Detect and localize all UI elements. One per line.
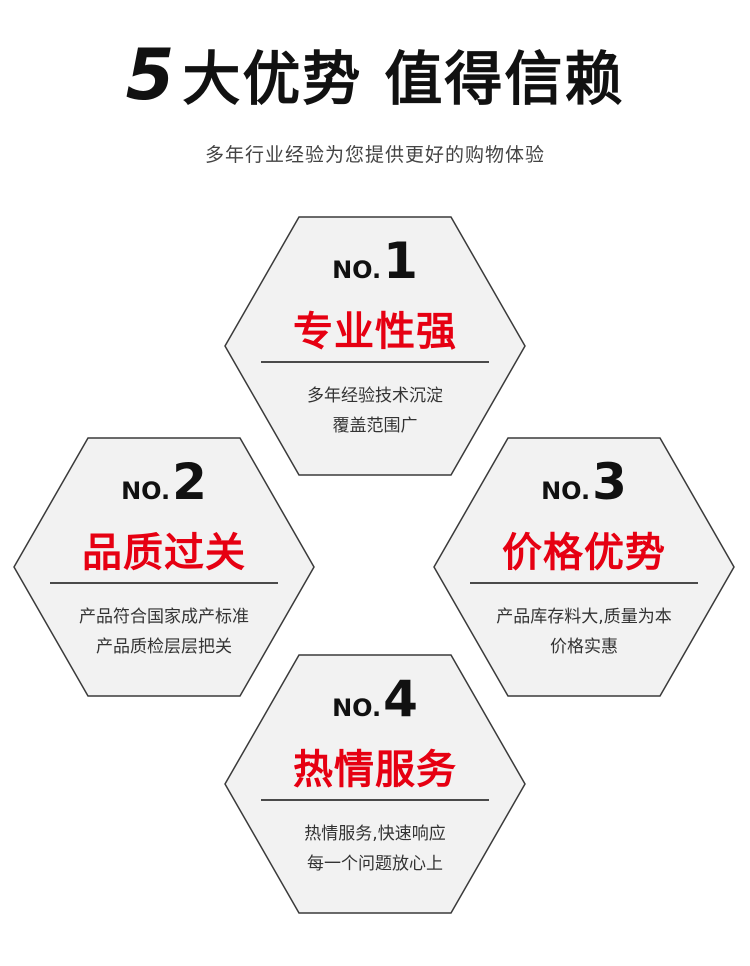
advantage-description: 产品库存料大,质量为本 价格实惠 <box>496 607 672 657</box>
advantage-card-1: NO.1 专业性强 多年经验技术沉淀 覆盖范围广 <box>223 215 527 477</box>
advantage-title: 热情服务 <box>293 747 457 793</box>
rank-badge: NO.4 <box>332 670 418 728</box>
advantage-card-2: NO.2 品质过关 产品符合国家成产标准 产品质检层层把关 <box>12 436 316 698</box>
advantage-card-3: NO.3 价格优势 产品库存料大,质量为本 价格实惠 <box>432 436 736 698</box>
advantage-title: 品质过关 <box>82 530 246 576</box>
page-subtitle: 多年行业经验为您提供更好的购物体验 <box>204 144 545 166</box>
hexagon-shape <box>224 216 526 476</box>
hexagon-shape <box>433 437 735 697</box>
advantage-title: 专业性强 <box>293 309 457 355</box>
title-number: 5 <box>125 34 177 116</box>
hexagon-shape <box>224 654 526 914</box>
advantage-description: 多年经验技术沉淀 覆盖范围广 <box>307 386 443 436</box>
title-part2: 值得信赖 <box>384 45 625 113</box>
hexagon-shape <box>13 437 315 697</box>
advantage-description: 产品符合国家成产标准 产品质检层层把关 <box>79 607 249 657</box>
rank-badge: NO.1 <box>332 232 418 290</box>
divider <box>470 582 698 584</box>
advantage-title: 价格优势 <box>502 530 666 576</box>
advantage-card-4: NO.4 热情服务 热情服务,快速响应 每一个问题放心上 <box>223 653 527 915</box>
divider <box>50 582 278 584</box>
divider <box>261 361 489 363</box>
advantage-description: 热情服务,快速响应 每一个问题放心上 <box>304 824 446 874</box>
divider <box>261 799 489 801</box>
rank-badge: NO.3 <box>541 453 627 511</box>
rank-badge: NO.2 <box>121 453 207 511</box>
title-part1: 大优势 <box>182 45 363 113</box>
